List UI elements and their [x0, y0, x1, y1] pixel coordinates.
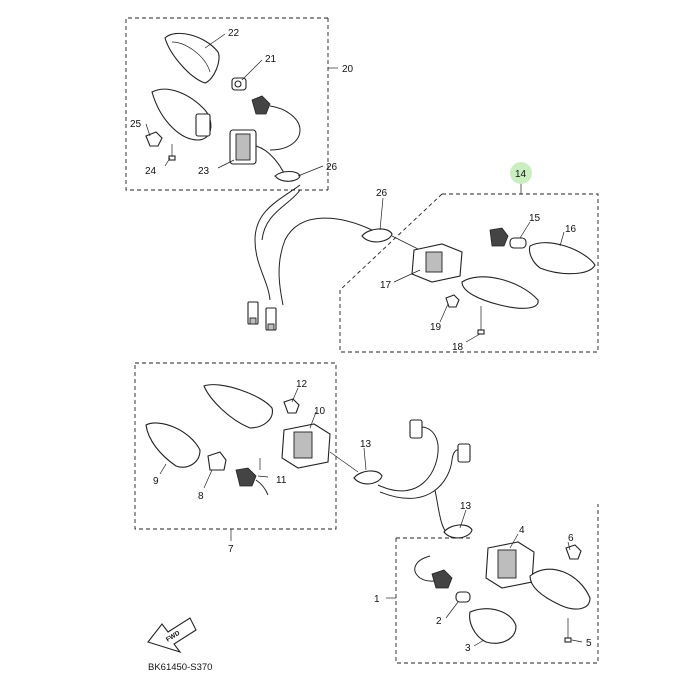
group-box-20	[125, 17, 329, 191]
callout-18: 18	[452, 342, 464, 353]
callout-14: 14	[515, 169, 527, 180]
selected-part-highlight	[510, 162, 532, 184]
callout-24: 24	[145, 166, 157, 177]
callout-5: 5	[586, 638, 592, 649]
callout-13-lower: 13	[460, 501, 472, 512]
callout-2: 2	[436, 616, 442, 627]
callout-17: 17	[380, 280, 392, 291]
wire-harness-lower	[377, 419, 471, 539]
callout-26-right: 26	[376, 188, 388, 199]
callout-10: 10	[314, 406, 326, 417]
drawing-code: BK61450-S370	[148, 662, 212, 673]
group-box-14	[339, 193, 599, 353]
callout-6: 6	[568, 533, 574, 544]
callout-22: 22	[228, 28, 240, 39]
rear-left-flasher-assembly	[145, 384, 383, 496]
callout-15: 15	[529, 213, 541, 224]
callout-3: 3	[465, 643, 471, 654]
callout-numbers: 22 21 20 25 24 23 26 14 26 15 16 17 19 1…	[130, 28, 592, 654]
callout-26-upper: 26	[326, 162, 338, 173]
group-box-7	[134, 362, 337, 530]
group-box-1	[395, 504, 599, 664]
callout-7: 7	[228, 544, 234, 555]
callout-12: 12	[296, 379, 308, 390]
rear-right-flasher-assembly	[361, 227, 596, 335]
callout-9: 9	[153, 476, 159, 487]
callout-8: 8	[198, 491, 204, 502]
callout-21: 21	[265, 54, 277, 65]
fwd-direction-arrow: FWD	[147, 617, 197, 654]
callout-13-middle: 13	[360, 439, 372, 450]
callout-1: 1	[374, 594, 380, 605]
callout-19: 19	[430, 322, 442, 333]
wire-harness-upper	[247, 184, 373, 331]
callout-16: 16	[565, 224, 577, 235]
front-left-flasher-assembly	[145, 32, 301, 182]
callout-23: 23	[198, 166, 210, 177]
front-right-flasher-assembly	[414, 524, 591, 644]
callout-20: 20	[342, 64, 354, 75]
callout-4: 4	[519, 525, 525, 536]
leader-lines	[145, 33, 583, 647]
callout-25: 25	[130, 119, 142, 130]
callout-11: 11	[276, 475, 287, 486]
